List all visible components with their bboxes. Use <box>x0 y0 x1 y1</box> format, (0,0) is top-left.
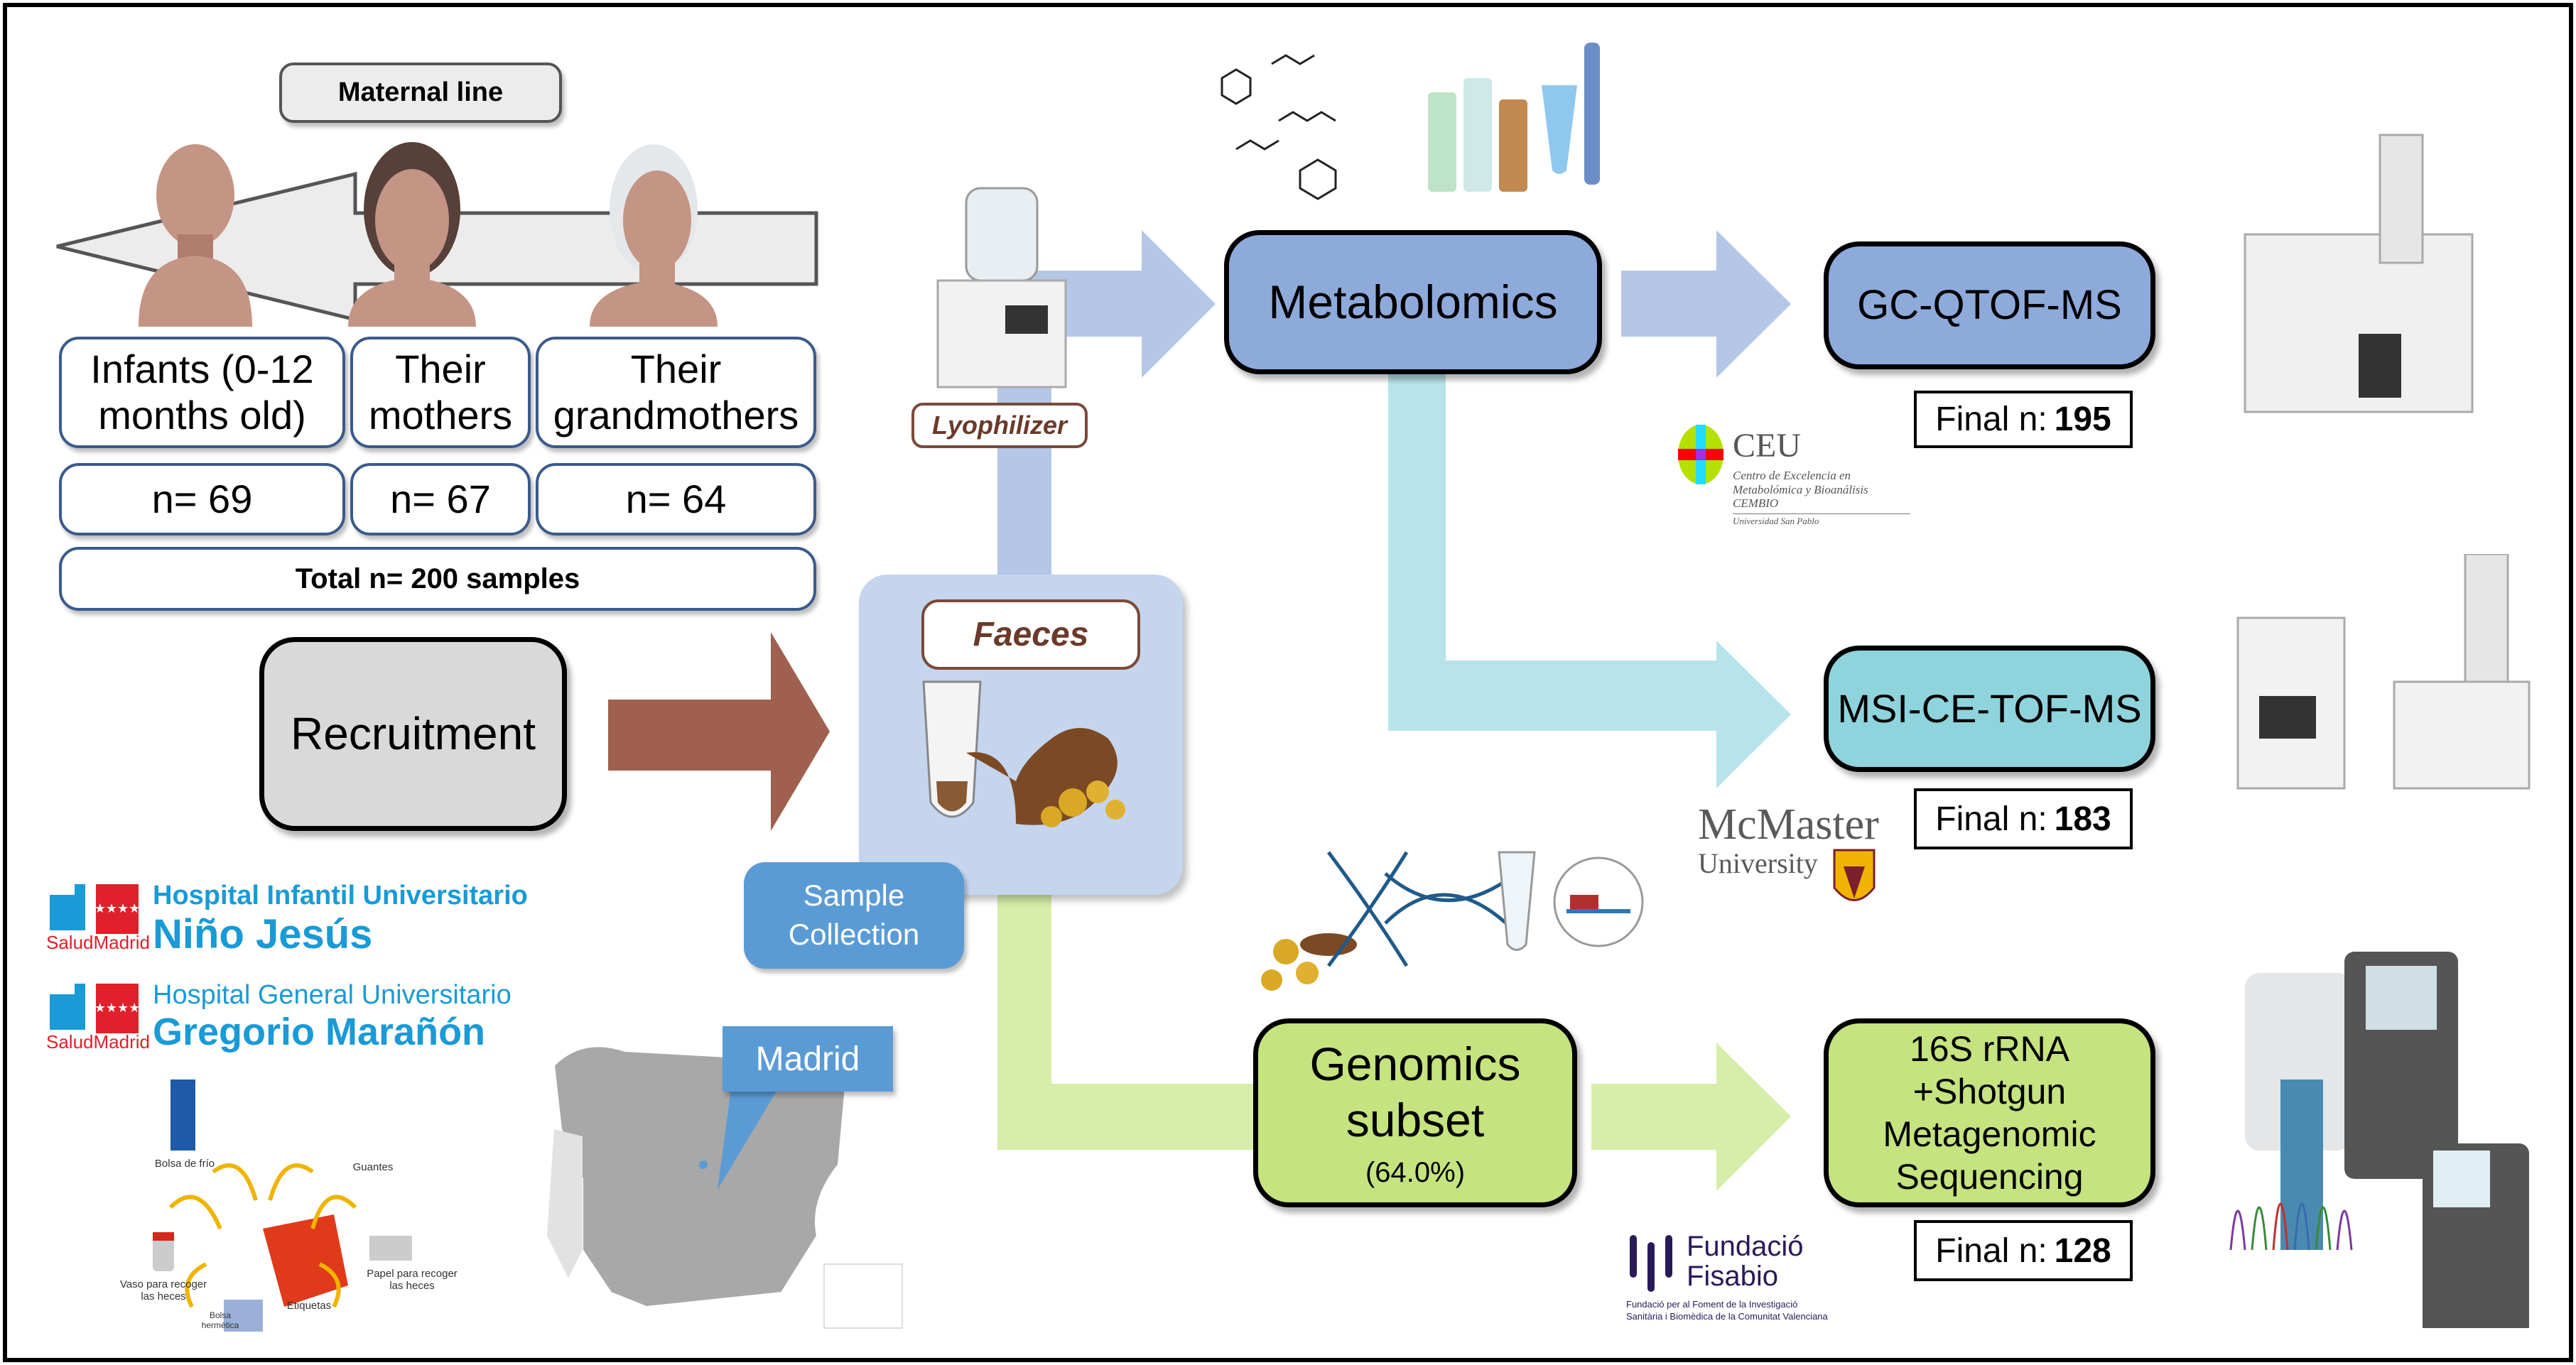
group-n-grandmothers: n= 64 <box>536 463 816 535</box>
mcmaster-line2: University <box>1698 847 1818 879</box>
recruitment-arrow <box>608 632 830 831</box>
sequencing-box: 16S rRNA +Shotgun Metagenomic Sequencing <box>1824 1018 2155 1207</box>
kit-item: Guantes <box>352 1161 394 1173</box>
metabolomics-arrow <box>997 230 1216 378</box>
group-label-infants: Infants (0-12 months old) <box>59 337 345 448</box>
kit-item: Papel para recoger las heces <box>367 1268 458 1292</box>
lyophilizer-label: Lyophilizer <box>911 403 1088 448</box>
mother-icon <box>348 142 476 327</box>
gc-qtof-ms-box: GC-QTOF-MS <box>1824 241 2155 369</box>
sample-kit-diagram: Bolsa de frío Guantes Vaso para recoger … <box>99 1072 504 1335</box>
maternal-line-label: Maternal line <box>279 62 562 123</box>
fisabio-line2: Fisabio <box>1687 1261 1778 1292</box>
gc-instrument-icon <box>2244 134 2474 413</box>
sequencing-arrow <box>1591 1043 1791 1191</box>
hospital-gregorio-maranon-logo: ★★★★ SaludMadrid Hospital General Univer… <box>46 980 586 1058</box>
genomics-arrow <box>997 895 1253 1150</box>
recruitment-box: Recruitment <box>259 637 567 831</box>
group-n-infants: n= 69 <box>59 463 345 535</box>
ceu-line2: Metabolómica y Bioanálisis <box>1733 482 1868 496</box>
group-label-mothers: Their mothers <box>350 337 531 448</box>
hospital-line2: Gregorio Marañón <box>153 1011 486 1053</box>
final-n-value: 128 <box>2054 1231 2111 1270</box>
genomics-title: Genomics subset <box>1309 1037 1521 1146</box>
msi-arrow <box>1388 374 1791 788</box>
kit-item: Vaso para recoger las heces <box>119 1278 207 1303</box>
kit-item: Etiquetas <box>286 1300 332 1312</box>
hospital-line1: Hospital General Universitario <box>153 980 512 1010</box>
faeces-label: Faeces <box>921 599 1140 670</box>
final-n-label: Final n: <box>1935 800 2047 838</box>
salud-madrid-emblem-icon: ★★★★ <box>50 884 141 934</box>
hospital-line1: Hospital Infantil Universitario <box>153 881 528 910</box>
ceu-line3: CEMBIO <box>1733 496 1910 514</box>
msi-ce-tof-ms-box: MSI-CE-TOF-MS <box>1824 646 2155 772</box>
final-n-value: 183 <box>2054 800 2111 838</box>
final-n-value: 195 <box>2054 401 2111 438</box>
hospital-nino-jesus-logo: ★★★★ SaludMadrid Hospital Infantil Unive… <box>46 881 586 959</box>
faeces-icon <box>922 680 1125 827</box>
hospital-line2: Niño Jesús <box>153 911 373 957</box>
lyophilizer-icon <box>936 187 1067 388</box>
final-n-msi: Final n:183 <box>1914 788 2133 849</box>
salud-madrid-text: SaludMadrid <box>46 932 150 953</box>
chromatogram-icon <box>2229 1202 2353 1251</box>
final-n-gc: Final n:195 <box>1914 391 2133 448</box>
madrid-callout: Madrid <box>723 1026 893 1092</box>
ceu-line4: Universidad San Pablo <box>1733 515 1819 526</box>
ceu-line1: Centro de Excelencia en <box>1733 469 1851 482</box>
svg-text:★★★★: ★★★★ <box>94 901 141 915</box>
final-n-label: Final n: <box>1935 1231 2047 1270</box>
salud-madrid-text: SaludMadrid <box>46 1031 150 1053</box>
ceu-emblem-icon <box>1678 425 1723 484</box>
sequencer-icon <box>2229 952 2529 1328</box>
fisabio-emblem-icon <box>1630 1235 1672 1292</box>
fisabio-line1: Fundació <box>1687 1231 1804 1262</box>
final-n-label: Final n: <box>1935 401 2047 438</box>
mcmaster-line1: McMaster <box>1698 800 1879 849</box>
family-figures <box>139 142 718 327</box>
mcmaster-logo: McMaster University <box>1698 803 1890 909</box>
kit-item: Bolsa hermética <box>201 1310 239 1330</box>
vials-icon <box>1428 43 1600 192</box>
fisabio-sub2: Sanitària i Biomèdica de la Comunitat Va… <box>1626 1310 1828 1322</box>
ceu-logo: CEU Centro de Excelencia en Metabolómica… <box>1676 419 1910 526</box>
dna-sequencing-icon <box>1261 851 1644 991</box>
group-n-mothers: n= 67 <box>350 463 531 535</box>
kit-item: Bolsa de frío <box>154 1158 215 1170</box>
genomics-percent: (64.0%) <box>1365 1157 1466 1189</box>
sample-collection-label: Sample Collection <box>744 862 964 969</box>
svg-text:★★★★: ★★★★ <box>94 1001 141 1015</box>
infant-icon <box>139 144 252 327</box>
gc-arrow <box>1621 230 1791 378</box>
ceu-name: CEU <box>1733 427 1801 464</box>
metabolomics-box: Metabolomics <box>1224 230 1602 374</box>
mcmaster-crest-icon <box>1833 849 1876 901</box>
salud-madrid-emblem-icon: ★★★★ <box>50 984 141 1033</box>
final-n-sequencing: Final n:128 <box>1914 1220 2133 1281</box>
grandmother-icon <box>590 144 718 327</box>
fisabio-logo: Fundació Fisabio Fundació per al Foment … <box>1626 1231 1896 1324</box>
total-samples: Total n= 200 samples <box>59 547 816 611</box>
fisabio-sub1: Fundació per al Foment de la Investigaci… <box>1626 1299 1798 1310</box>
genomics-box: Genomics subset (64.0%) <box>1253 1018 1577 1207</box>
ce-ms-instrument-icon <box>2236 554 2531 790</box>
madrid-callout-pointer <box>718 1083 781 1190</box>
figure-frame <box>3 3 2573 1362</box>
metabolites-icon <box>1221 43 1600 200</box>
group-label-grandmothers: Their grandmothers <box>536 337 816 448</box>
sample-kit-icon <box>153 1080 412 1332</box>
spain-map-icon <box>547 1045 903 1329</box>
